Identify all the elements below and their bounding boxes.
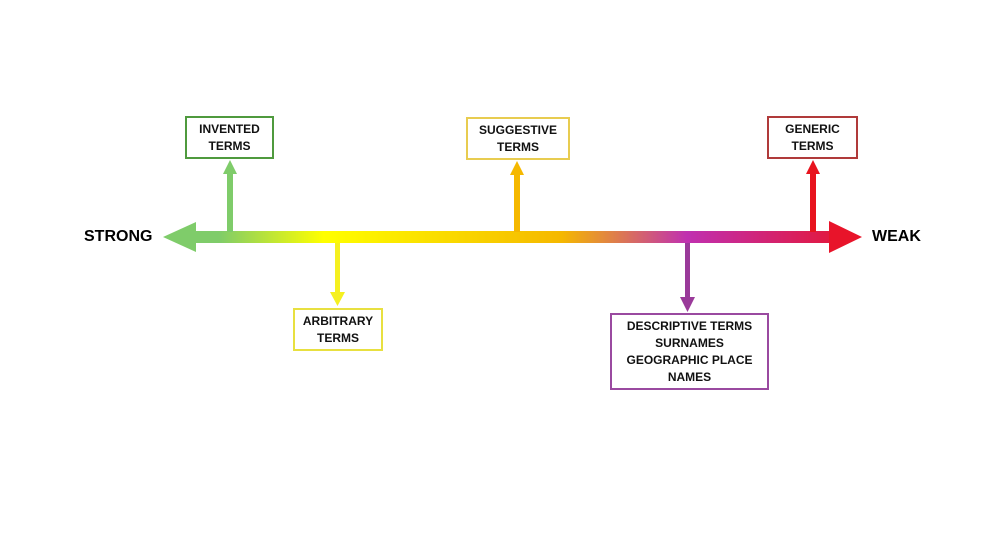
suggestive-terms-box: SUGGESTIVE TERMS: [466, 117, 570, 160]
box-line: GEOGRAPHIC PLACE: [626, 352, 753, 367]
box-line: SURNAMES: [655, 335, 724, 350]
descriptive-terms-box: DESCRIPTIVE TERMS SURNAMES GEOGRAPHIC PL…: [610, 313, 769, 390]
connector-descriptive: [680, 243, 695, 312]
spectrum-arrow: [163, 221, 862, 253]
box-line: INVENTED: [199, 121, 260, 136]
box-line: ARBITRARY: [302, 313, 374, 328]
box-line: SUGGESTIVE: [478, 122, 558, 137]
box-line: TERMS: [317, 330, 359, 345]
box-line: DESCRIPTIVE TERMS: [626, 318, 753, 333]
box-line: TERMS: [208, 138, 251, 153]
arbitrary-terms-box: ARBITRARY TERMS: [293, 308, 383, 351]
connector-invented: [223, 160, 237, 232]
connector-arbitrary: [330, 243, 345, 306]
generic-terms-box: GENERIC TERMS: [767, 116, 858, 159]
connector-generic: [806, 160, 820, 232]
invented-terms-box: INVENTED TERMS: [185, 116, 274, 159]
right-arrowhead: [829, 221, 862, 253]
left-arrowhead: [163, 222, 196, 252]
weak-label: WEAK: [872, 228, 921, 245]
box-line: TERMS: [791, 138, 834, 153]
box-line: GENERIC: [785, 121, 840, 136]
strong-label: STRONG: [84, 228, 153, 245]
connector-suggestive: [510, 161, 524, 232]
box-line: TERMS: [497, 139, 539, 154]
box-line: NAMES: [667, 369, 712, 384]
